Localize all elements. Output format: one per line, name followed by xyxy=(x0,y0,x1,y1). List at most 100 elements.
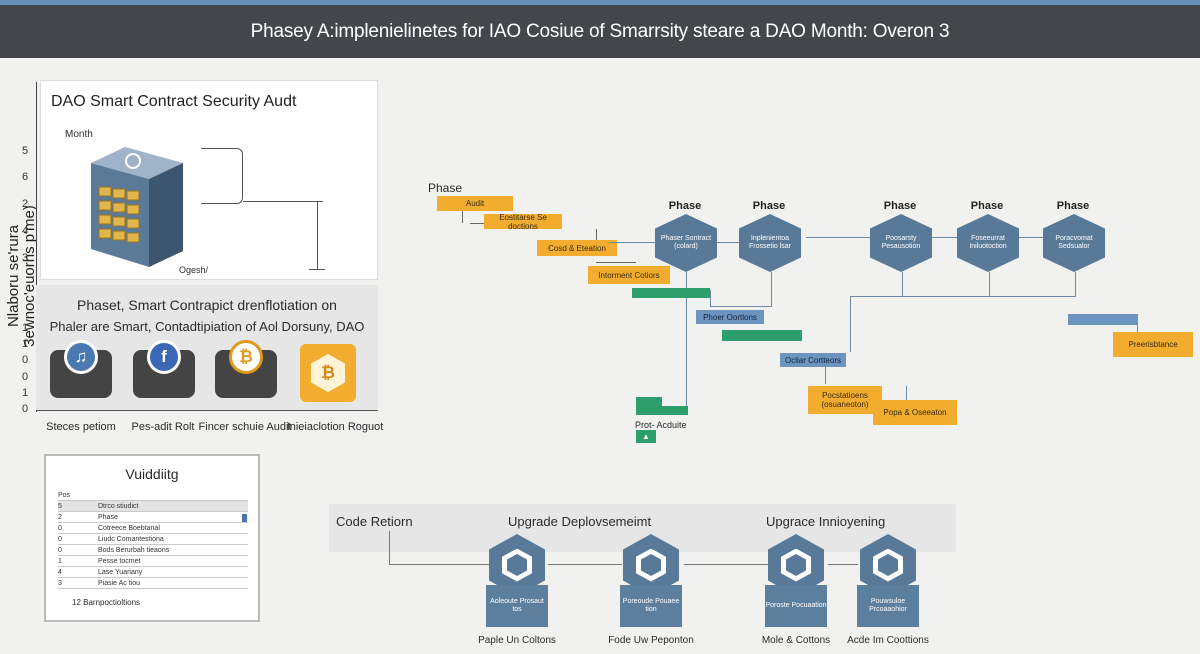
hex-title: Phase xyxy=(1056,200,1090,212)
pre-audit-label: Prot- Acduite xyxy=(635,420,687,430)
node-card: Poreoude Pouaee tion xyxy=(620,585,682,627)
flow-box-orange[interactable]: Preerisbtance xyxy=(1113,332,1193,357)
hex-title: Phase xyxy=(970,200,1004,212)
connector-bracket xyxy=(201,148,243,204)
node-label: Acde Im Coottions xyxy=(847,635,929,646)
hex-node[interactable]: Poracvomat Sedsualor xyxy=(1043,214,1105,272)
flow-box-orange[interactable]: Popa & Oseeaton xyxy=(873,400,957,425)
audit-title: DAO Smart Contract Security Audt xyxy=(51,93,297,110)
connector-line xyxy=(389,531,390,564)
facebook-icon: f xyxy=(147,340,181,374)
progress-block xyxy=(636,397,662,415)
arrow-line xyxy=(989,272,990,296)
card-label: Fincer schuie Audit xyxy=(198,421,292,433)
card-label: Inieiaclotion Roguot xyxy=(286,421,384,433)
hex-node[interactable]: Inplenientoa Frossetio lsar xyxy=(739,214,801,272)
side-axis-line xyxy=(36,82,37,412)
flow-box-audit[interactable]: Audit xyxy=(437,196,513,211)
flow-box[interactable]: Cosd & Eteation xyxy=(537,240,617,256)
month-label: Month xyxy=(65,129,93,140)
arrow-line xyxy=(806,237,870,238)
arrow-line xyxy=(717,242,739,243)
tick: 5 xyxy=(22,145,29,157)
bitcoin-badge-icon: ₿ xyxy=(311,354,345,392)
flow-box-blue[interactable]: Phoer Oortlons xyxy=(696,310,764,324)
bitcoin-icon: ₿ xyxy=(229,340,263,374)
connector-line xyxy=(548,564,622,565)
card-label: Steces petiom xyxy=(46,421,116,433)
connector-line xyxy=(309,269,325,270)
flow-box[interactable]: Intorment Cotiors xyxy=(588,266,670,284)
card-3[interactable]: ₿ xyxy=(215,340,277,398)
connector-line xyxy=(317,201,318,269)
card-1[interactable]: ♫ xyxy=(50,340,112,398)
scrollbar-thumb[interactable] xyxy=(242,514,247,522)
header-bar: Phasey A:implenielinetes for IAO Cosiue … xyxy=(0,0,1200,58)
object-label: Ogesh/ xyxy=(179,265,209,275)
phase-label: Phase xyxy=(428,181,463,195)
bottom-label: Code Retiorn xyxy=(336,514,413,529)
hex-node[interactable]: Poosarsty Pesausotion xyxy=(870,214,932,272)
tick: 1 xyxy=(22,338,29,350)
tick: 6 xyxy=(22,171,29,183)
arrow-line xyxy=(825,366,826,384)
arrow-line xyxy=(610,242,655,243)
hex-title: Phase xyxy=(752,200,786,212)
arrow-line xyxy=(850,296,851,352)
arrow-line xyxy=(1137,320,1138,332)
progress-block xyxy=(662,406,688,415)
flow-box[interactable]: Eostitarse Se doctions xyxy=(484,213,562,231)
node-card: Pouwsuloe Prcoaaohior xyxy=(857,585,919,627)
progress-bar xyxy=(632,288,710,298)
connector-line xyxy=(462,211,463,223)
arrow-line xyxy=(906,386,907,402)
tick: 1 xyxy=(22,322,29,334)
flow-box-orange[interactable]: Pocstatioens (osuaneoton) xyxy=(808,386,882,414)
tick: 0 xyxy=(22,371,29,383)
hex-title: Phase xyxy=(668,200,702,212)
bottom-label: Upgrade Deplovsemeimt xyxy=(508,514,652,529)
tick: 4 xyxy=(22,225,29,237)
node-label: Fode Uw Peponton xyxy=(608,635,694,646)
connector-line xyxy=(470,223,484,224)
table-footer: 12 Barnpoctioltions xyxy=(72,598,141,607)
tick: 1 xyxy=(22,387,29,399)
arrow-line xyxy=(710,306,772,307)
band-line-1: Phaset, Smart Contrapict drenflotiation … xyxy=(77,297,337,313)
node-card: Aoleoute Prosaut tos xyxy=(486,585,548,627)
tick: 3 xyxy=(22,252,29,264)
card-4[interactable]: ₿ xyxy=(300,344,356,402)
flow-box-blue[interactable]: Ocliar Cortteors xyxy=(780,353,846,367)
card-2[interactable]: f xyxy=(133,340,195,398)
page-title: Phasey A:implenielinetes for IAO Cosiue … xyxy=(250,20,950,42)
band-baseline xyxy=(36,410,378,411)
hex-title: Phase xyxy=(883,200,917,212)
connector-line xyxy=(243,201,323,202)
arrow-line xyxy=(710,290,711,306)
arrow-line xyxy=(902,272,903,296)
triangle-icon: ▲ xyxy=(636,430,656,443)
tick: 0 xyxy=(22,354,29,366)
connector-line xyxy=(389,564,489,565)
arrow-line xyxy=(771,272,772,306)
contract-cube-icon xyxy=(91,147,183,267)
hex-node[interactable]: Foseeurrat Iniluotoction xyxy=(957,214,1019,272)
hex-node[interactable]: Phaser Sontract (colard) xyxy=(655,214,717,272)
node-label: Paple Un Coltons xyxy=(478,635,556,646)
connector-line xyxy=(828,564,858,565)
flow-bar-blue xyxy=(1068,314,1138,325)
arrow-line xyxy=(850,296,1076,297)
audit-panel: DAO Smart Contract Security Audt Month O… xyxy=(40,80,378,280)
arrow-line xyxy=(1019,237,1043,238)
band-line-2: Phaler are Smart, Contadtipiation of Aol… xyxy=(49,319,365,334)
arrow-line xyxy=(686,272,687,412)
